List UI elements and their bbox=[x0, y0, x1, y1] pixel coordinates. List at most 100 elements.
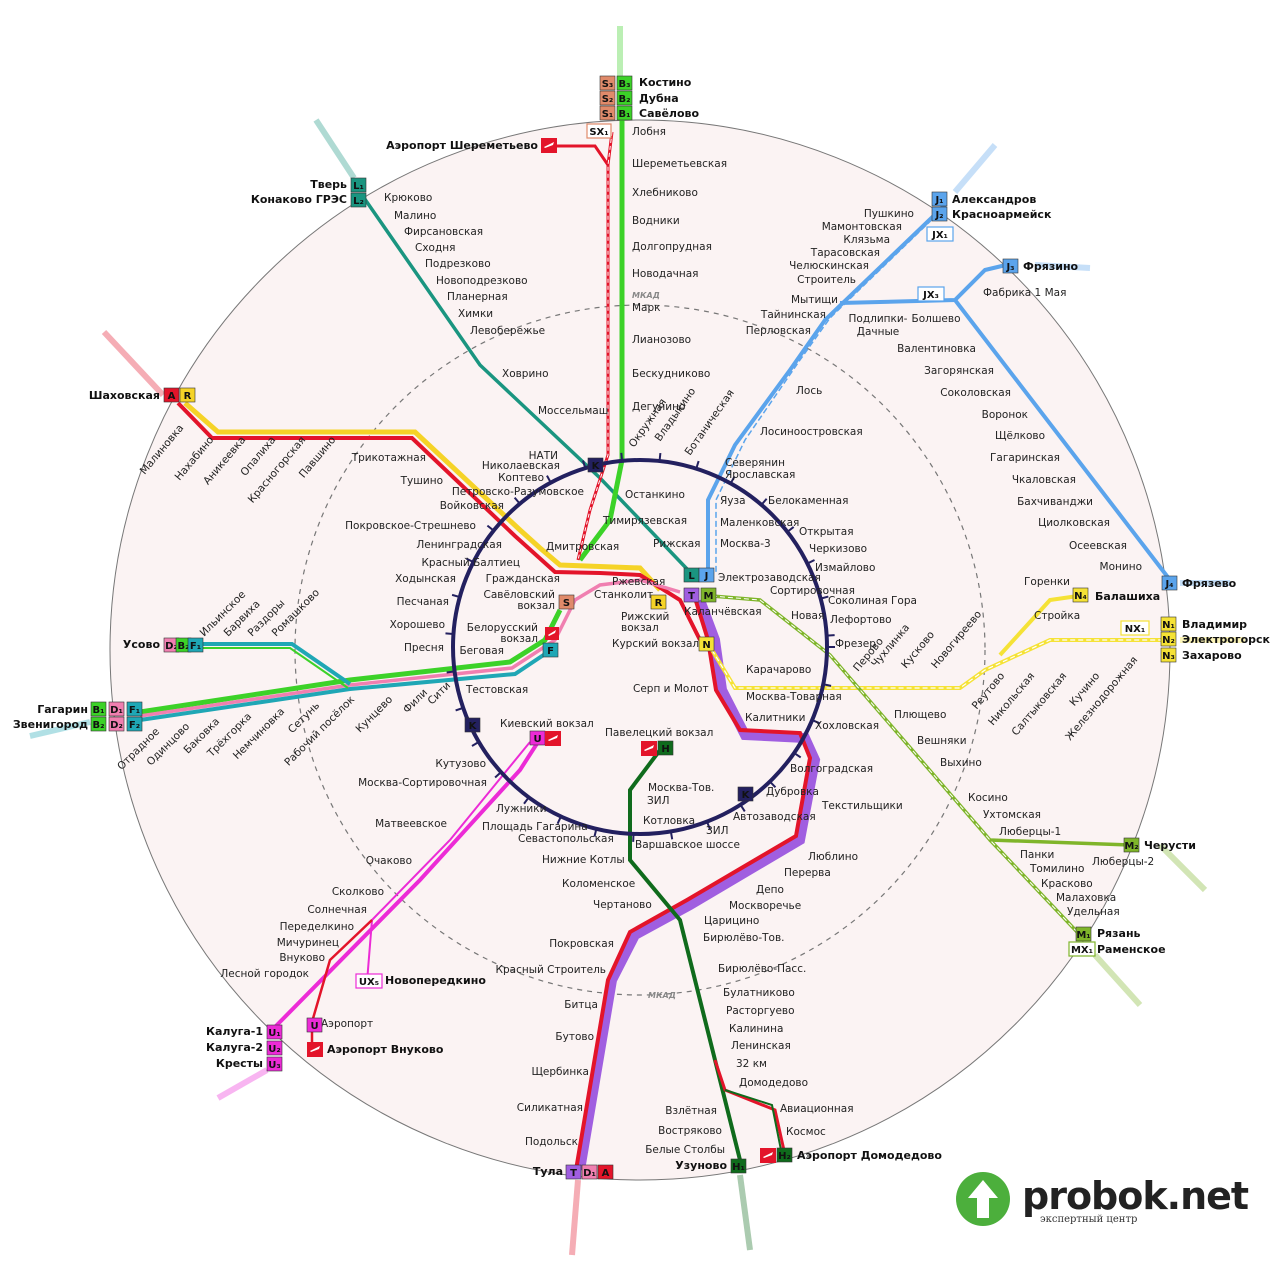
line-badge: U₂ bbox=[266, 1040, 283, 1056]
line-badge: B₃ bbox=[616, 75, 633, 91]
terminus-label: Рязань bbox=[1097, 927, 1141, 940]
line-badge: MX₁ bbox=[1068, 941, 1096, 957]
station-label: Рижская bbox=[653, 538, 700, 550]
line-badge: SX₁ bbox=[586, 123, 612, 139]
station-label: Хорошево bbox=[390, 619, 445, 631]
station-label: Ленинградская bbox=[416, 539, 502, 551]
station-label: Шереметьевская bbox=[632, 158, 727, 170]
ring-station-tick bbox=[811, 719, 820, 725]
ring-station-tick bbox=[820, 595, 829, 600]
logo-text: probok.net bbox=[1022, 1174, 1249, 1218]
ring-station-tick bbox=[523, 796, 530, 805]
line-badge: N₄ bbox=[1072, 587, 1089, 603]
station-label: Трикотажная bbox=[351, 452, 426, 464]
terminus-label: Новопередкино bbox=[385, 974, 486, 987]
terminus-label: Черусти bbox=[1144, 839, 1196, 852]
station-label: Мичуринец bbox=[277, 937, 339, 949]
probok-logo[interactable]: probok.net экспертный центр bbox=[956, 1172, 1249, 1232]
line-badge: U bbox=[529, 730, 546, 746]
station-label: Битца bbox=[564, 999, 598, 1011]
terminus-label: Фрязево bbox=[1182, 577, 1237, 590]
station-label: Крюково bbox=[384, 192, 432, 204]
line-badge: B₁ bbox=[90, 701, 107, 717]
station-label: Люберцы-1 bbox=[999, 826, 1061, 838]
station-label: Валентиновка bbox=[897, 343, 976, 355]
line-j4 bbox=[953, 298, 1172, 582]
line-badge: S bbox=[558, 594, 575, 610]
station-label: Малаховка bbox=[1056, 892, 1116, 904]
line-badge: M bbox=[700, 587, 717, 603]
line-badge: S₁ bbox=[599, 105, 616, 121]
line-badge: NX₁ bbox=[1120, 620, 1150, 636]
station-label: Химки bbox=[458, 308, 493, 320]
ring-station-tick bbox=[760, 498, 768, 506]
line-badge: JX₃ bbox=[917, 286, 945, 302]
line-f-west bbox=[139, 650, 550, 722]
station-label: Циолковская bbox=[1038, 517, 1110, 529]
terminus-label: Раменское bbox=[1097, 943, 1166, 956]
ring-station-tick bbox=[706, 821, 711, 830]
station-label: вокзал bbox=[500, 633, 538, 645]
station-label: Москва-Товарная bbox=[746, 691, 842, 703]
station-label: Востряково bbox=[658, 1125, 722, 1137]
station-label: Ходынская bbox=[395, 573, 456, 585]
terminus-label: Владимир bbox=[1182, 618, 1247, 631]
airport-domodedovo-icon bbox=[760, 1148, 776, 1163]
station-label: Бутово bbox=[555, 1031, 594, 1043]
line-badge: D₂ bbox=[108, 716, 125, 732]
line-badge: M₂ bbox=[1123, 837, 1140, 853]
station-label: Фрезер bbox=[835, 638, 876, 650]
terminus-label: Савёлово bbox=[639, 107, 699, 120]
line-badge: L₂ bbox=[350, 192, 367, 208]
badge-text: K bbox=[742, 790, 751, 801]
terminus-label: Кресты bbox=[216, 1057, 263, 1070]
badge-text: H bbox=[661, 744, 669, 755]
badge-text: M bbox=[704, 591, 714, 602]
line-usovo-b bbox=[200, 647, 349, 689]
ring-station-tick bbox=[769, 780, 777, 788]
station-label: 32 км bbox=[736, 1058, 767, 1070]
terminus-label: Тула bbox=[533, 1165, 563, 1178]
station-label: Северянин bbox=[725, 457, 785, 469]
terminus-label: Гагарин bbox=[37, 703, 88, 716]
terminus-label: Усово bbox=[123, 638, 161, 651]
station-label: Горенки bbox=[1024, 576, 1070, 588]
badge-text: J₃ bbox=[1005, 262, 1014, 273]
badge-text: NX₁ bbox=[1125, 624, 1145, 635]
station-label: Коптево bbox=[498, 472, 544, 484]
station-label: Коломенское bbox=[562, 878, 635, 890]
logo-arrow-icon bbox=[956, 1172, 1010, 1226]
station-label: Карачарово bbox=[746, 664, 811, 676]
station-label: Плющево bbox=[894, 709, 946, 721]
line-badge: J₂ bbox=[931, 206, 948, 222]
station-label: Пушкино bbox=[864, 208, 914, 220]
ring-station-tick bbox=[669, 831, 674, 840]
line-badge: L₁ bbox=[350, 177, 367, 193]
line-n4 bbox=[998, 594, 1079, 657]
station-label: Белые Столбы bbox=[645, 1144, 725, 1156]
station-label: Болшево bbox=[911, 313, 960, 325]
station-label: Москва-Тов. bbox=[648, 782, 714, 794]
station-label: Нижние Котлы bbox=[542, 854, 625, 866]
station-label: Тимирязевская bbox=[602, 515, 687, 527]
badge-text: K bbox=[592, 461, 601, 472]
badge-text: S bbox=[563, 598, 570, 609]
badge-text: B₁ bbox=[618, 109, 630, 120]
badge-text: L bbox=[688, 571, 695, 582]
station-label: Левобережье bbox=[470, 325, 545, 337]
station-label: Очаково bbox=[366, 855, 412, 867]
station-label: Томилино bbox=[1029, 863, 1084, 875]
station-label: Панки bbox=[1020, 849, 1054, 861]
terminus-label: Дубна bbox=[639, 92, 679, 105]
station-label: Красный Балтиец bbox=[421, 557, 520, 569]
station-label: Марк bbox=[632, 302, 661, 314]
ring-station-tick bbox=[446, 670, 455, 674]
station-label: Киевский вокзал bbox=[500, 718, 594, 730]
line-badge: J₃ bbox=[1002, 258, 1019, 274]
station-label: Бескудниково bbox=[632, 368, 710, 380]
ring-station-tick bbox=[486, 524, 495, 532]
badge-text: F₂ bbox=[129, 720, 140, 731]
station-label: Тарасовская bbox=[810, 247, 880, 259]
station-label: Солнечная bbox=[307, 904, 367, 916]
station-label: Моссельмаш bbox=[538, 405, 608, 417]
